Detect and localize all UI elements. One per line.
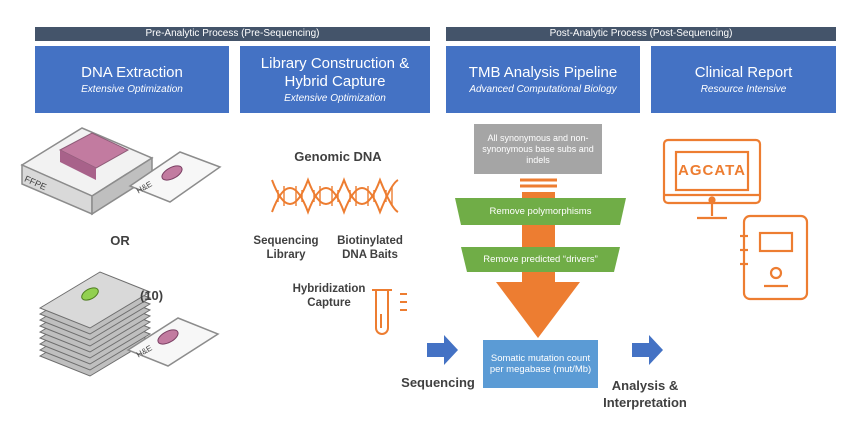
biotinylated-baits-label: Biotinylated DNA Baits	[337, 235, 403, 261]
monitor-icon	[662, 138, 762, 220]
pre-analytic-header: Pre-Analytic Process (Pre-Sequencing)	[35, 27, 430, 41]
test-tube-icon	[372, 289, 407, 335]
step-clinical-report: Clinical Report Resource Intensive	[651, 46, 836, 113]
step-dna-extraction: DNA Extraction Extensive Optimization	[35, 46, 229, 113]
sequencing-library-label: Sequencing Library	[253, 235, 319, 261]
analysis-arrow-icon	[632, 335, 663, 365]
output-tmb-box: Somatic mutation count per megabase (mut…	[483, 340, 598, 388]
remove-polymorphisms-label: Remove polymorphisms	[489, 206, 592, 217]
step-subtitle: Advanced Computational Biology	[469, 84, 617, 95]
ffpe-block-icon	[20, 127, 154, 216]
hybridization-capture-label: Hybridization Capture	[292, 283, 366, 309]
pipeline-funnel	[455, 178, 626, 338]
analysis-interpretation-label: Analysis & Interpretation	[603, 378, 687, 410]
genomic-dna-label: Genomic DNA	[294, 149, 382, 164]
step-tmb-pipeline: TMB Analysis Pipeline Advanced Computati…	[446, 46, 640, 113]
step-subtitle: Extensive Optimization	[284, 93, 386, 104]
he-slide-icon	[126, 317, 220, 367]
slide-stack-icon	[38, 271, 152, 377]
step-title: TMB Analysis Pipeline	[468, 64, 618, 81]
he-slide-icon	[128, 151, 222, 203]
step-title: Library Construction & Hybrid Capture	[260, 55, 410, 90]
slide-count-label: (10)	[140, 288, 164, 303]
sequencing-arrow-icon	[427, 335, 458, 365]
step-library-construction: Library Construction & Hybrid Capture Ex…	[240, 46, 430, 113]
sequencing-label: Sequencing	[401, 375, 475, 390]
input-variants-box: All synonymous and non-synonymous base s…	[474, 124, 602, 174]
dna-helix-icon	[271, 177, 399, 215]
step-title: DNA Extraction	[81, 64, 183, 81]
post-analytic-header: Post-Analytic Process (Post-Sequencing)	[446, 27, 836, 41]
report-document-icon	[740, 214, 809, 301]
monitor-screen-text: AGCATA	[678, 162, 746, 179]
step-subtitle: Extensive Optimization	[81, 84, 183, 95]
remove-drivers-label: Remove predicted “drivers”	[483, 254, 598, 265]
or-label: OR	[110, 233, 130, 248]
step-title: Clinical Report	[694, 64, 793, 81]
step-subtitle: Resource Intensive	[700, 84, 787, 95]
